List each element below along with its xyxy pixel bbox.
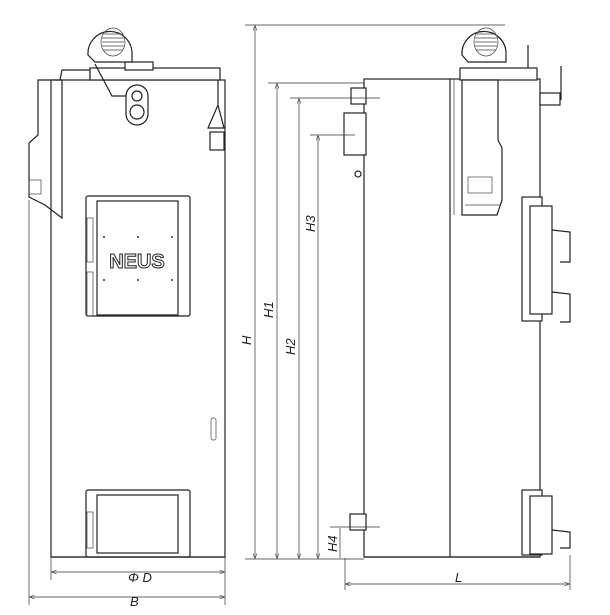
outlet-pipe: [539, 92, 561, 106]
dimension-lines: [28, 24, 571, 605]
controller: [461, 79, 503, 216]
neus-logo: NEUS: [109, 251, 165, 273]
door-latch: [210, 417, 217, 441]
dim-label-h2: H2: [283, 338, 298, 355]
dim-label-l: L: [455, 570, 462, 585]
side-box: [343, 112, 367, 156]
fan-icon: [461, 27, 507, 63]
dim-label-h1: H1: [261, 301, 276, 318]
dim-label-h3: H3: [303, 215, 318, 232]
return-connector: [349, 513, 367, 531]
dim-label-h: H: [239, 335, 254, 345]
fuel-chute: [28, 79, 63, 220]
side-door-upper: [521, 196, 571, 323]
side-body: [363, 78, 541, 558]
upper-door: NEUS: [85, 195, 191, 317]
flow-connector: [350, 87, 367, 105]
dim-label-diameter: Φ D: [128, 570, 152, 585]
side-door-lower: [521, 489, 571, 556]
front-body: [50, 79, 226, 558]
draft-regulator: [209, 131, 225, 151]
lower-door: [85, 489, 191, 558]
dim-label-h4: H4: [325, 535, 340, 552]
dim-label-b: B: [130, 594, 139, 609]
front-view: NEUS: [28, 27, 226, 558]
fan-icon: [87, 27, 133, 63]
side-view: [343, 27, 571, 558]
